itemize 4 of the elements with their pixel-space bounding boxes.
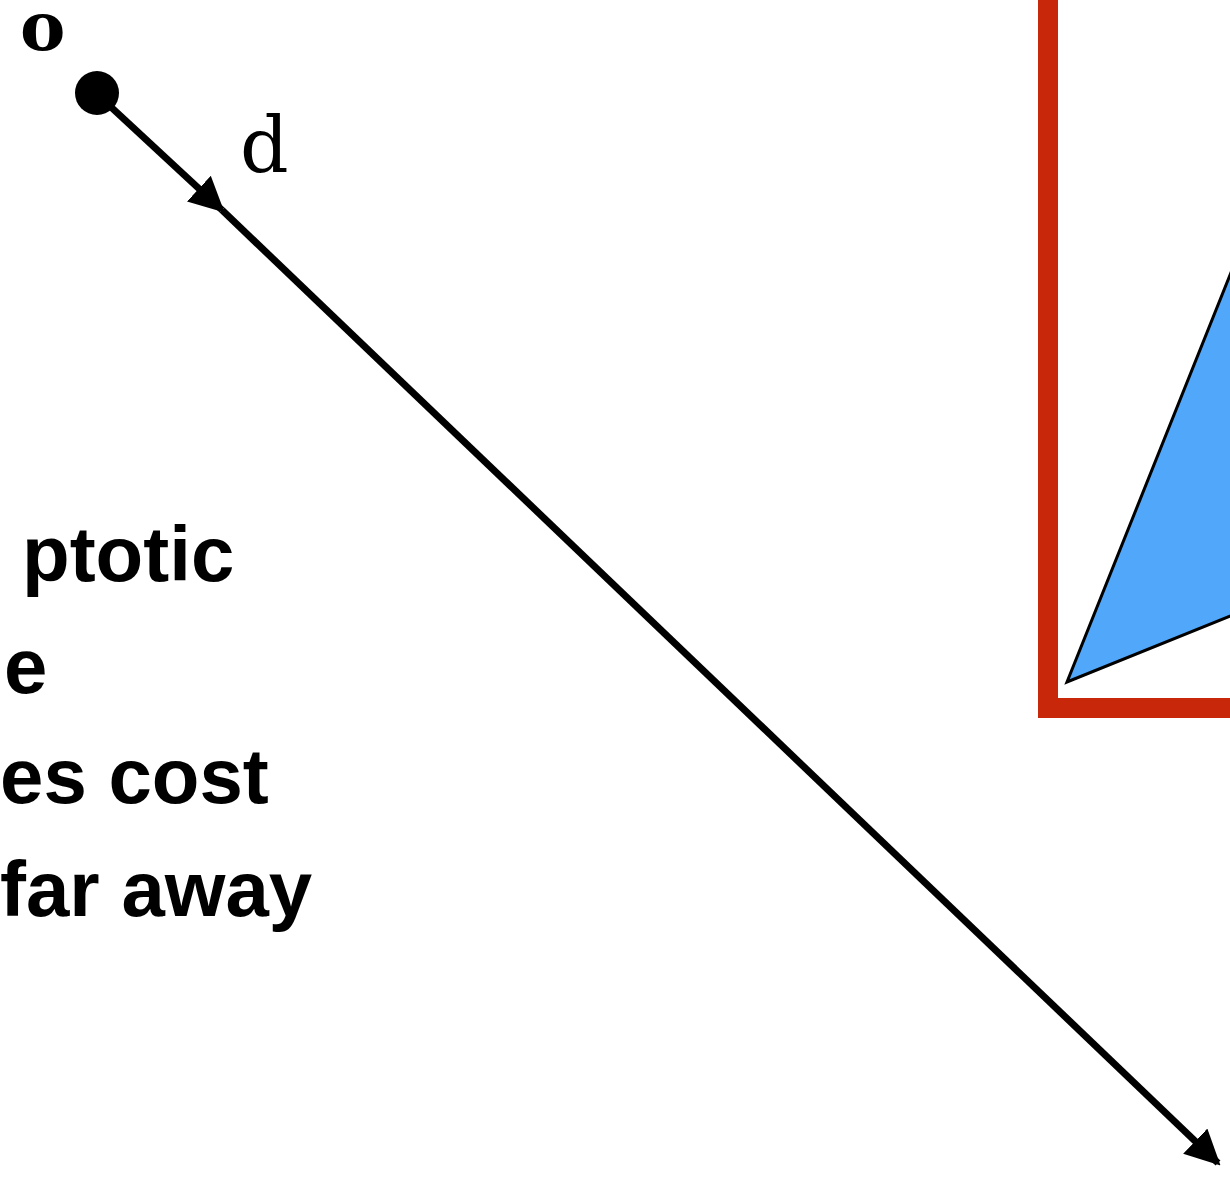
text-line: e bbox=[4, 627, 48, 705]
direction-label: d bbox=[240, 108, 289, 184]
origin-label: o bbox=[20, 0, 66, 60]
text-line: es cost bbox=[0, 737, 269, 815]
